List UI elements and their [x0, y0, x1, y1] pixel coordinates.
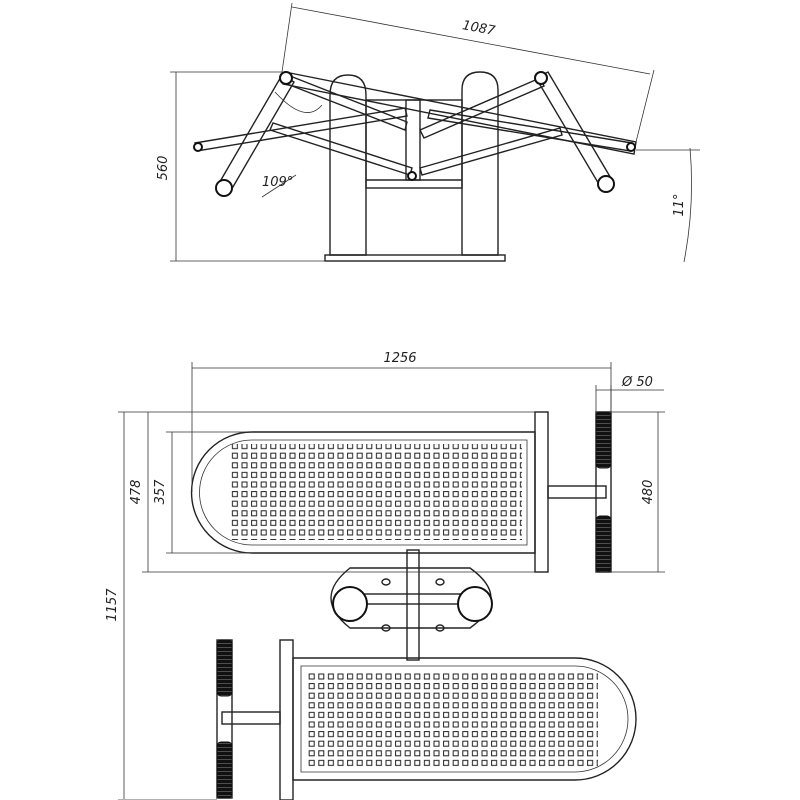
base-plate — [324, 254, 506, 262]
upper-beam-right — [419, 77, 545, 139]
bolt-2 — [435, 578, 445, 586]
top-handle-stem — [547, 485, 607, 499]
rear-crossbar-left — [194, 107, 408, 152]
angle-arc-109 — [274, 91, 323, 113]
bottom-handle-grip-upper — [216, 639, 233, 697]
bottom-seat-perforation — [306, 672, 598, 768]
base-plate-top — [330, 567, 492, 629]
bottom-seat-inner — [300, 665, 629, 773]
center-joint — [407, 171, 417, 181]
dim-angle-arm: 109° — [262, 175, 293, 190]
left-post — [329, 74, 367, 256]
center-column — [405, 99, 421, 181]
top-seat-inner — [199, 439, 528, 546]
bolt-3 — [381, 624, 391, 632]
dim-angle-tilt: 11° — [672, 193, 687, 216]
dim-height: 560 — [156, 156, 171, 181]
rear-right-end — [626, 142, 636, 152]
top-handle-grip-lower — [595, 515, 612, 573]
bottom-handle-grip-lower — [216, 741, 233, 799]
left-post-top — [332, 586, 368, 622]
top-left-joint — [279, 71, 293, 85]
left-arm-brace — [269, 122, 413, 176]
angle-arc-11 — [683, 147, 692, 263]
rear-left-end — [193, 142, 203, 152]
base-plate-beam — [359, 593, 461, 605]
dim-total-length: 1157 — [105, 588, 120, 622]
right-post — [461, 71, 499, 256]
bolt-1 — [381, 578, 391, 586]
center-spine — [406, 549, 420, 661]
right-arm-end — [597, 175, 615, 193]
upper-beam-left — [281, 73, 408, 131]
top-seat-perforation — [230, 444, 522, 540]
top-seat-frame — [534, 411, 549, 573]
right-arm-brace — [419, 127, 563, 176]
bottom-handle-stem — [221, 711, 281, 725]
top-view: 1256 Ø 50 478 357 480 1157 — [105, 351, 665, 800]
side-view: 560 1087 109° 11° — [156, 2, 700, 263]
dim-handle-diameter: Ø 50 — [621, 375, 653, 390]
top-right-joint — [534, 71, 548, 85]
bottom-seat-outer — [292, 657, 637, 781]
top-handle-grip-upper — [595, 411, 612, 469]
top-seat-outer — [190, 431, 536, 554]
right-post-top — [457, 586, 493, 622]
dim-handle-span: 480 — [641, 480, 656, 505]
dim-total-width: 1256 — [383, 351, 416, 366]
bolt-4 — [435, 624, 445, 632]
dim-seat-width: 478 — [129, 480, 144, 505]
dim-length: 1087 — [461, 18, 497, 39]
dim-seat-inner: 357 — [153, 479, 168, 505]
left-arm-end — [215, 179, 233, 197]
bottom-seat-frame — [279, 639, 294, 800]
